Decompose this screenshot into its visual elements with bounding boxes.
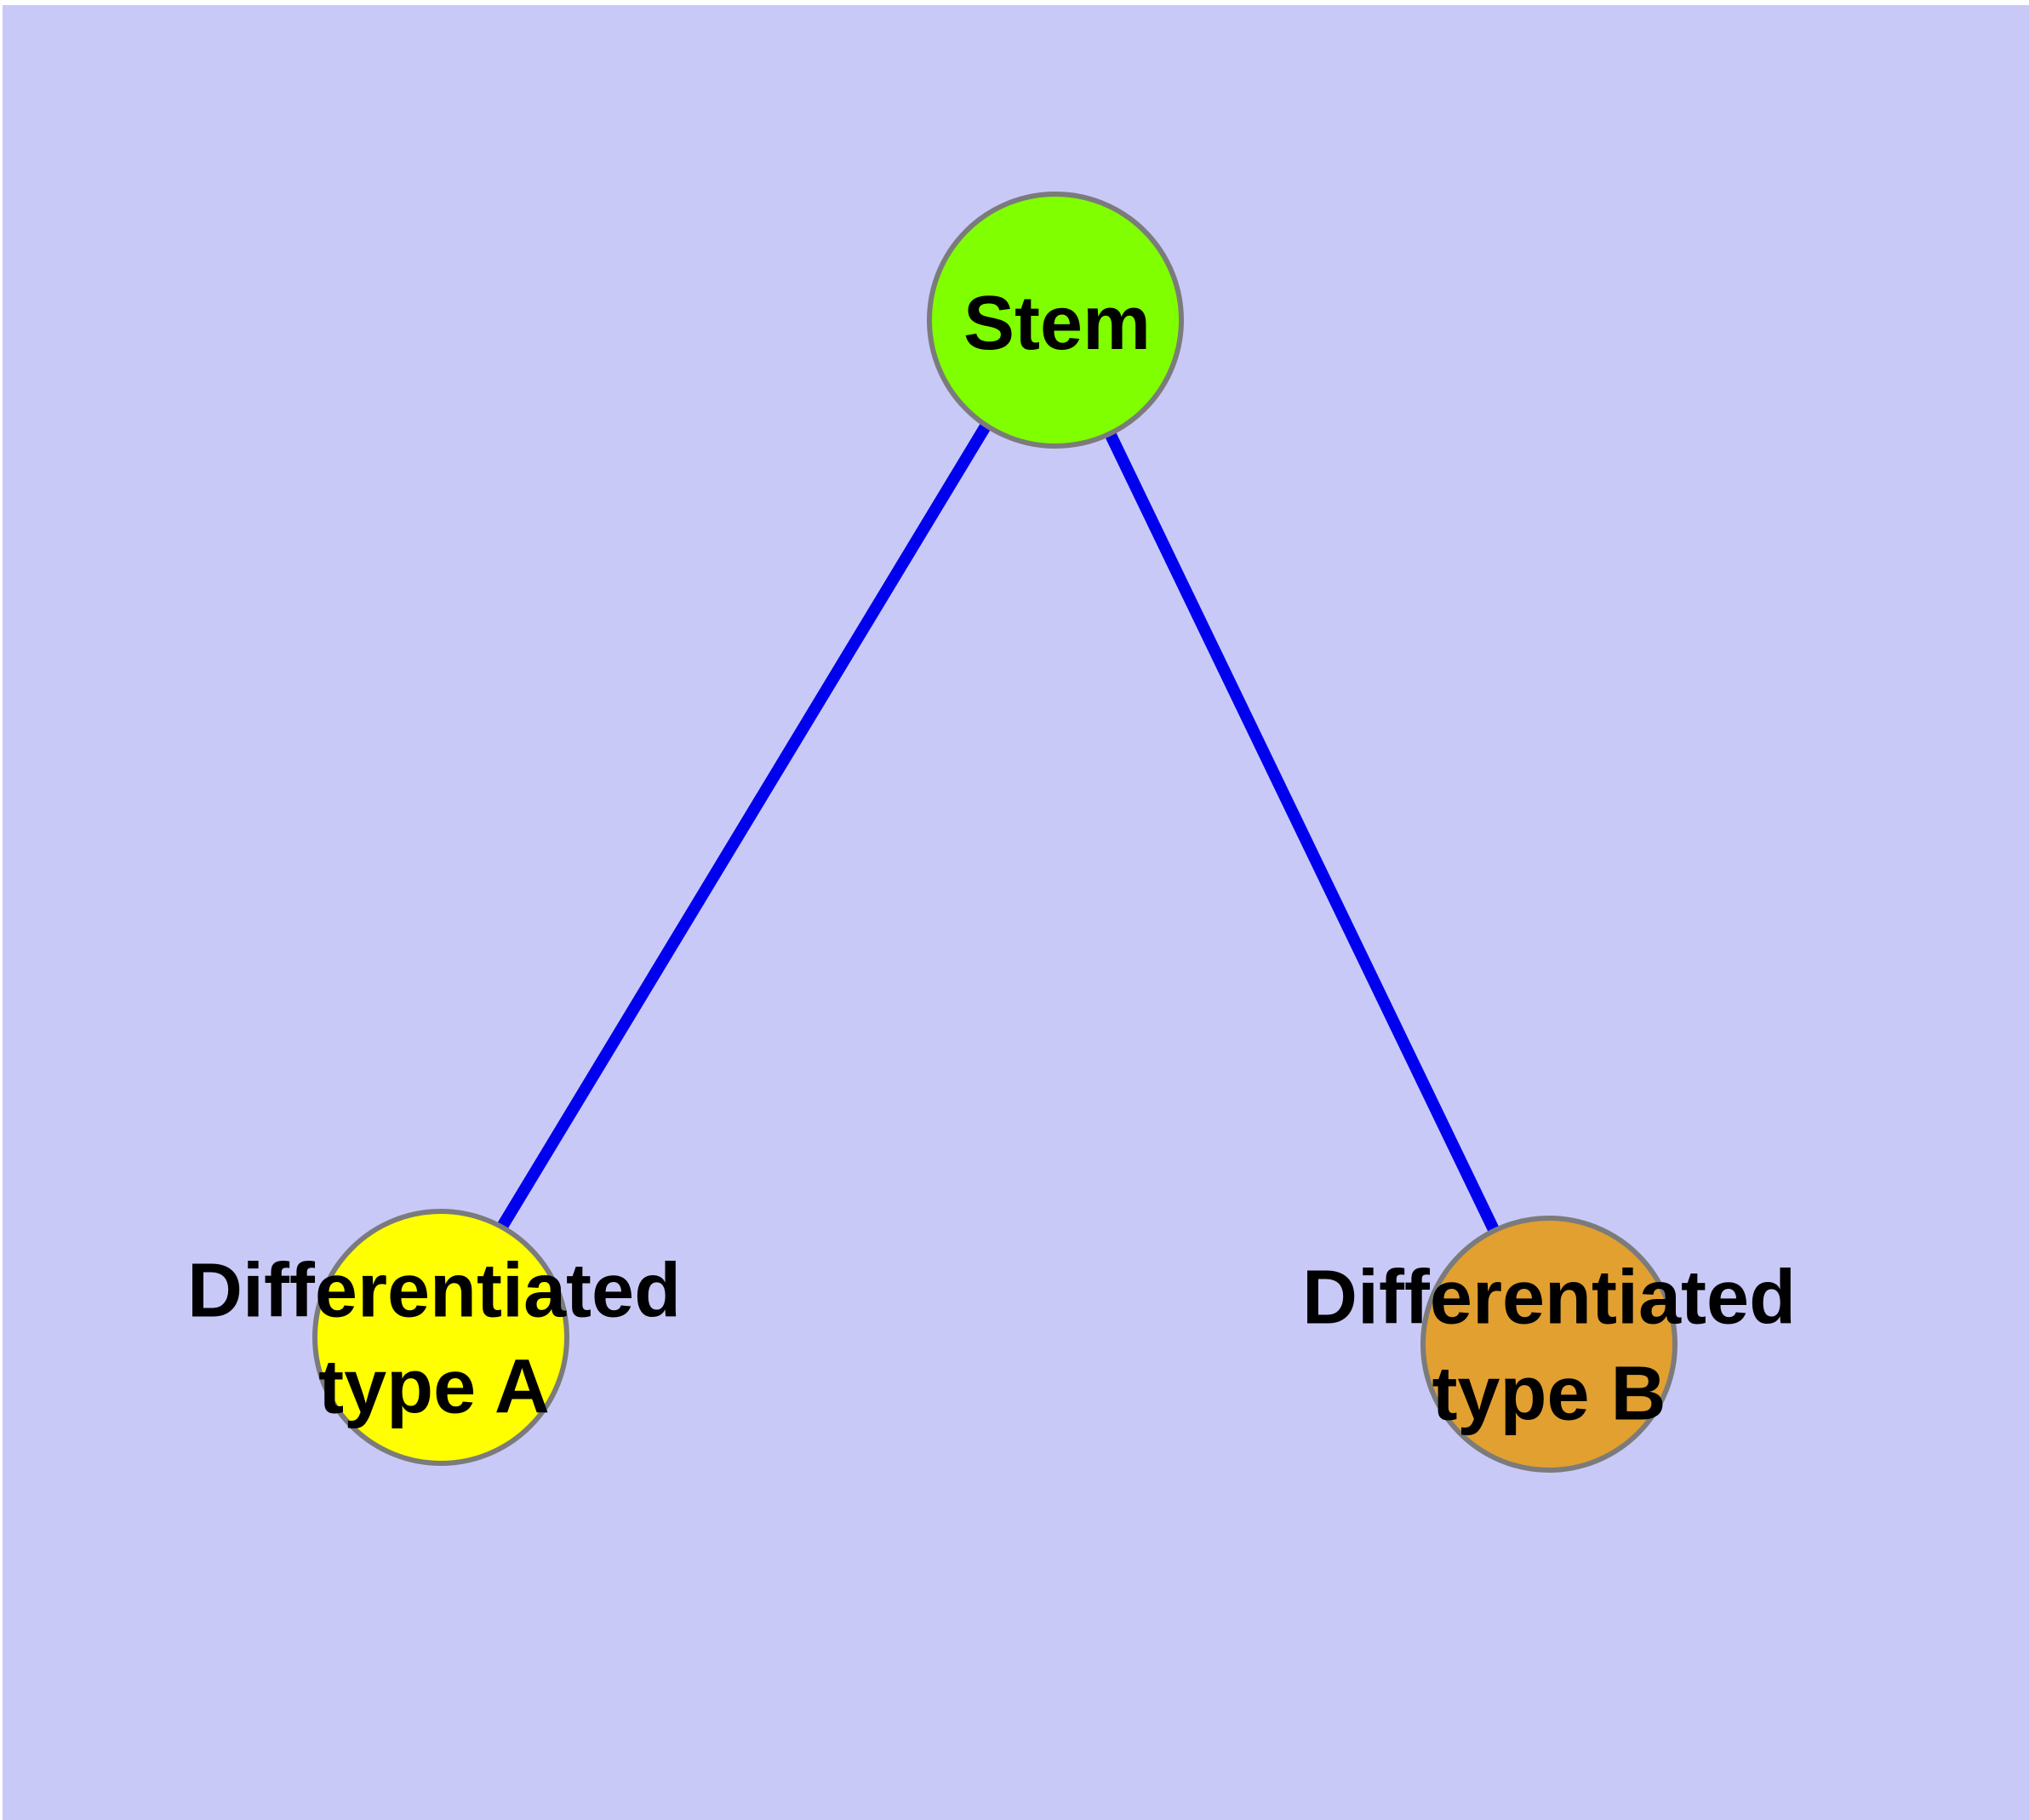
edge-stem-to-type-a	[433, 312, 1058, 1336]
graph-canvas: Stem Differentiated type A Differentiate…	[3, 5, 2029, 1820]
node-differentiated-type-b-label: Differentiated type B	[1301, 1255, 1797, 1437]
node-differentiated-type-a-label: Differentiated type A	[186, 1248, 682, 1430]
node-stem-circle	[927, 192, 1184, 449]
node-stem-label: Stem	[963, 280, 1152, 366]
node-differentiated-type-a-circle	[312, 1209, 569, 1466]
edge-stem-to-type-b	[1047, 312, 1552, 1342]
node-differentiated-type-b-circle	[1420, 1216, 1677, 1473]
edges-layer	[433, 312, 1552, 1342]
